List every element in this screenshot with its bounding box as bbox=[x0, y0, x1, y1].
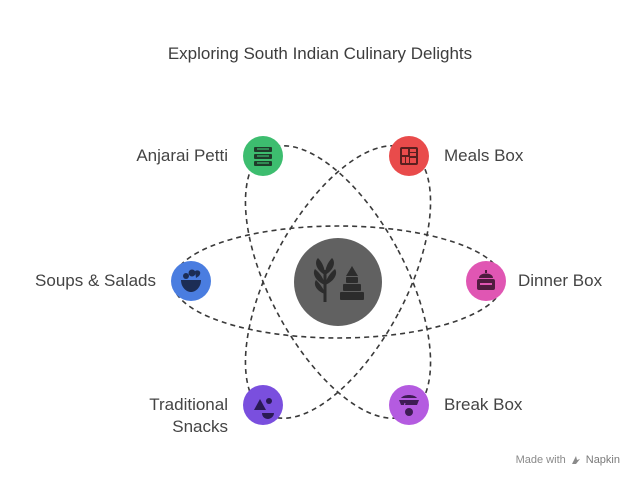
label-traditional-snacks-line-1: Traditional bbox=[149, 395, 228, 414]
leaf-and-temple-icon bbox=[313, 258, 364, 302]
node-soups-salads bbox=[171, 261, 211, 301]
spice-box-icon bbox=[254, 147, 272, 166]
label-dinner-box: Dinner Box bbox=[518, 271, 603, 290]
label-traditional-snacks-line-2: Snacks bbox=[172, 417, 228, 436]
dinner-box-icon bbox=[477, 270, 495, 290]
label-soups-salads: Soups & Salads bbox=[35, 271, 156, 290]
break-box-icon bbox=[399, 395, 419, 416]
node-dinner-box bbox=[466, 261, 506, 301]
salad-bowl-icon bbox=[181, 269, 201, 292]
center-hub bbox=[294, 238, 382, 326]
label-traditional-snacks: Traditional Snacks bbox=[110, 394, 228, 438]
meal-box-icon bbox=[400, 147, 418, 165]
diagram-title: Exploring South Indian Culinary Delights bbox=[167, 44, 473, 63]
label-meals-box: Meals Box bbox=[444, 146, 524, 165]
snacks-icon bbox=[254, 398, 274, 419]
node-traditional-snacks bbox=[243, 385, 283, 425]
napkin-logo-icon bbox=[571, 456, 580, 464]
node-meals-box bbox=[389, 136, 429, 176]
made-with-napkin-watermark: Made with Napkin bbox=[516, 454, 620, 466]
node-break-box bbox=[389, 385, 429, 425]
watermark-brand: Napkin bbox=[585, 454, 620, 466]
label-break-box: Break Box bbox=[444, 395, 523, 414]
label-anjarai-petti: Anjarai Petti bbox=[136, 146, 228, 165]
node-anjarai-petti bbox=[243, 136, 283, 176]
watermark-prefix: Made with bbox=[515, 454, 566, 466]
